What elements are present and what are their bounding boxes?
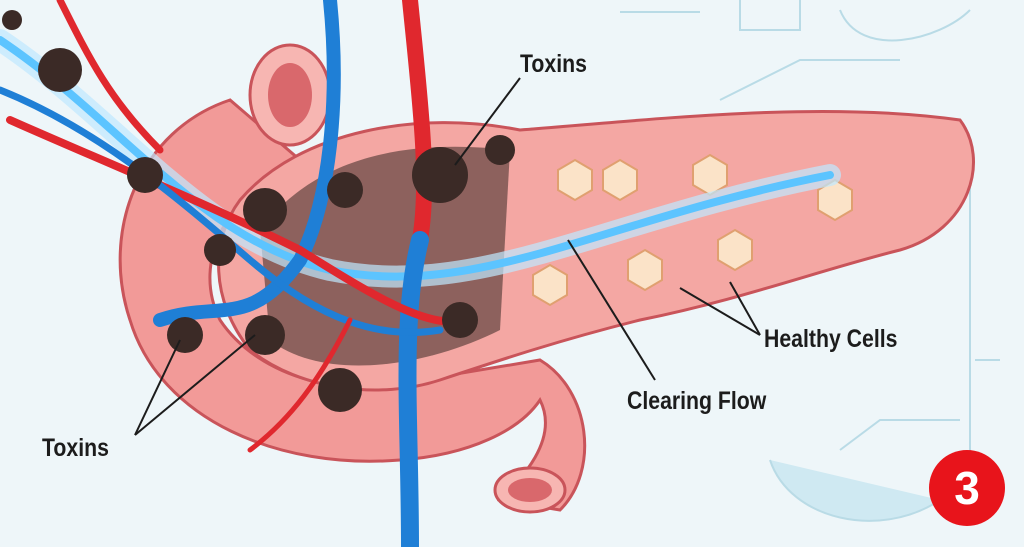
label-toxins-top: Toxins	[520, 50, 587, 78]
label-toxins-bottom: Toxins	[42, 434, 109, 462]
healthy-cells	[532, 153, 853, 307]
blood-vessels	[0, 0, 474, 547]
label-pointers	[134, 77, 761, 436]
duodenum	[118, 43, 587, 514]
label-clearing-flow: Clearing Flow	[627, 387, 767, 415]
step-number-badge: 3	[929, 450, 1005, 526]
label-healthy-cells: Healthy Cells	[764, 325, 898, 353]
toxin-clusters	[2, 10, 515, 412]
background-sketch	[620, 0, 1000, 522]
